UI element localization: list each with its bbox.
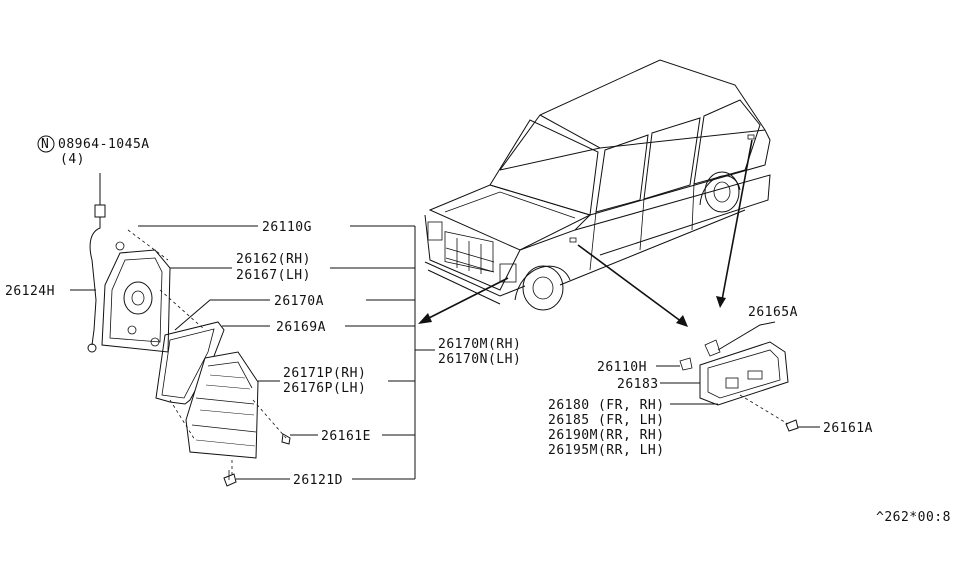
rear-lamp-assembly bbox=[87, 173, 291, 487]
grille bbox=[444, 231, 495, 274]
label-26170a: 26170A bbox=[274, 294, 324, 309]
leader-lines-left bbox=[70, 225, 435, 480]
label-26167-lh: 26167(LH) bbox=[236, 268, 311, 283]
label-26176p-lh: 26176P(LH) bbox=[283, 381, 366, 396]
label-26110g: 26110G bbox=[262, 220, 312, 235]
leader-lines-right bbox=[656, 321, 820, 428]
nut-symbol: N bbox=[41, 137, 49, 152]
label-26171p-rh: 26171P(RH) bbox=[283, 366, 366, 381]
label-26161a: 26161A bbox=[823, 421, 873, 436]
label-26162-rh: 26162(RH) bbox=[236, 252, 311, 267]
label-26180-fr-rh: 26180 (FR, RH) bbox=[548, 398, 665, 413]
label-26185-fr-lh: 26185 (FR, LH) bbox=[548, 413, 665, 428]
lamp-lens bbox=[185, 351, 259, 459]
station-wagon-illustration bbox=[424, 59, 771, 311]
label-26124h: 26124H bbox=[5, 284, 55, 299]
n-circle-icon bbox=[37, 135, 55, 153]
label-26170n-lh: 26170N(LH) bbox=[438, 352, 521, 367]
label-26170m-rh: 26170M(RH) bbox=[438, 337, 521, 352]
label-26110h: 26110H bbox=[597, 360, 647, 375]
label-26183: 26183 bbox=[617, 377, 659, 392]
label-26169a: 26169A bbox=[276, 320, 326, 335]
label-26195m-rr-lh: 26195M(RR, LH) bbox=[548, 443, 665, 458]
label-nut-qty: (4) bbox=[60, 152, 85, 167]
label-26165a: 26165A bbox=[748, 305, 798, 320]
label-26121d: 26121D bbox=[293, 473, 343, 488]
gasket bbox=[155, 321, 225, 405]
location-arrows bbox=[418, 139, 753, 327]
nut-callout: N 08964-1045A (4) bbox=[37, 135, 150, 167]
label-08964-1045a: 08964-1045A bbox=[58, 137, 150, 152]
marker-lens bbox=[699, 341, 789, 406]
diagram-code: ^262*00:8 bbox=[876, 510, 951, 525]
label-26161e: 26161E bbox=[321, 429, 371, 444]
label-26190m-rr-rh: 26190M(RR, RH) bbox=[548, 428, 665, 443]
bulb-socket bbox=[94, 204, 106, 218]
side-marker-assembly bbox=[679, 339, 799, 432]
